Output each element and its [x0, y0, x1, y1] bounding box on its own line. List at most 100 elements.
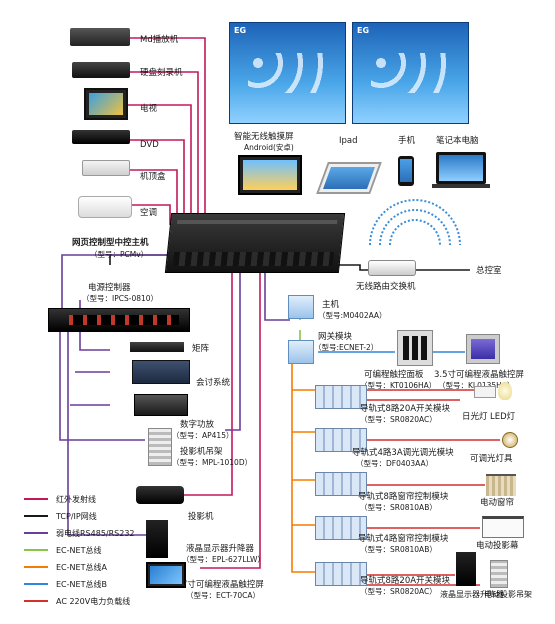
rs485-power — [61, 254, 175, 320]
legend-item: AC 220V电力负载线 — [24, 594, 130, 608]
legend-item: EC-NET总线 — [24, 543, 101, 557]
hdd-recorder-device — [72, 62, 130, 78]
elec-curtain-device — [486, 474, 516, 496]
main-unit-title: 主机 — [322, 300, 340, 310]
matrix-label: 矩阵 — [192, 344, 210, 354]
phone-device — [398, 156, 414, 186]
main-unit-device — [288, 295, 314, 319]
power-controller-device — [48, 308, 190, 332]
ecnet-a-lines — [291, 360, 315, 573]
lcd-lift-device — [146, 520, 168, 558]
panel7-title: 7寸可编程液晶触控屏 — [182, 580, 264, 590]
rail-module-3 — [315, 472, 367, 496]
lcd-lift-title: 液晶显示器升降器 — [186, 544, 255, 554]
central-host-device — [164, 213, 346, 273]
fluor-lamp-device — [474, 386, 496, 398]
wifi-arcs — [369, 199, 461, 246]
screen-left: EG — [229, 22, 346, 124]
projector-lift-model: （型号：MPL-1010D） — [172, 458, 253, 467]
tv-device — [84, 88, 128, 120]
rs485-lines — [59, 254, 290, 536]
panel7-model: （型号：ECT-70CA） — [186, 591, 260, 600]
kpanel-device — [397, 330, 433, 366]
curtain1-model: （型号：SR0810AB） — [360, 503, 437, 512]
rs485-host-right — [264, 265, 290, 321]
proj-screen-device — [482, 516, 524, 538]
ac-label: 空调 — [140, 208, 158, 218]
amp-device — [134, 394, 188, 416]
conference-device — [132, 360, 190, 384]
elec-proj-lift-device — [490, 560, 508, 588]
legend-swatch — [24, 566, 48, 568]
smart-touch-device — [238, 155, 302, 195]
ir-line-dvd — [128, 139, 185, 215]
ir-line-projector — [180, 265, 233, 496]
dim-lamp-label: 可调光灯具 — [470, 454, 513, 464]
hdd-recorder-label: 硬盘刻录机 — [140, 68, 183, 78]
sw8-1-title: 导轨式8路20A开关模块 — [360, 404, 451, 414]
sw8-2-model: （型号：SR0820AC） — [360, 587, 437, 596]
proj-screen-label: 电动投影幕 — [476, 541, 519, 551]
led-lamp-label: LED灯 — [490, 412, 516, 422]
rail-module-1 — [315, 385, 367, 409]
legend-label: EC-NET总线B — [56, 579, 107, 589]
phone-label: 手机 — [398, 136, 416, 146]
ir-line-panel7 — [200, 265, 261, 569]
ac-device — [78, 196, 132, 218]
ir-line-md — [128, 37, 206, 215]
ir-line-hdd — [128, 71, 199, 215]
lcd-lift2-device — [456, 552, 476, 586]
legend-swatch — [24, 600, 48, 602]
legend-label: 红外发射线 — [56, 494, 96, 504]
sw8-1-model: （型号：SR0820AC） — [360, 415, 437, 424]
laptop-base — [432, 184, 490, 188]
rs485-host-down — [225, 265, 241, 431]
gateway-model: （型号:ECNET-2） — [314, 343, 379, 352]
rail-module-5 — [315, 562, 367, 586]
amp-model: （型号：AP415） — [172, 431, 234, 440]
laptop-label: 笔记本电脑 — [436, 136, 479, 146]
router-label: 无线路由交换机 — [356, 282, 416, 292]
projector-device — [136, 486, 184, 504]
smart-touch-sub: Android(安卓) — [244, 143, 294, 152]
power-ctrl-model: （型号：IPCS-0810） — [82, 294, 159, 303]
dvd-label: DVD — [140, 140, 159, 150]
kpanel-model: （型号：KT0106HA） — [360, 381, 437, 390]
legend-item: TCP/IP网线 — [24, 509, 97, 523]
curtain2-model: （型号：SR0810AB） — [360, 545, 437, 554]
rail-module-2 — [315, 428, 367, 452]
legend-item: EC-NET总线A — [24, 560, 107, 574]
legend-label: 弱电线RS485/RS232 — [56, 528, 135, 538]
lcd35-model: （型号：KL0135HA） — [438, 381, 514, 390]
ir-line-tv — [128, 104, 192, 215]
rs485-projlift — [59, 325, 145, 441]
legend-item: EC-NET总线B — [24, 577, 107, 591]
rail-module-4 — [315, 516, 367, 540]
legend-swatch — [24, 583, 48, 585]
elec-curtain-label: 电动窗帘 — [480, 498, 515, 508]
router-device — [368, 260, 416, 276]
projector-label: 投影机 — [188, 512, 214, 522]
host-model: （型号：PCMv） — [90, 250, 149, 259]
ac-lines — [365, 389, 500, 586]
screen-left-brand: EG — [234, 26, 247, 35]
panel7-device — [146, 562, 186, 588]
kpanel-title: 可编程触控面板 — [364, 370, 424, 380]
tv-label: 电视 — [140, 104, 158, 114]
ipad-label: Ipad — [339, 136, 358, 146]
dvd-device — [72, 130, 130, 144]
stb-label: 机顶盒 — [140, 172, 166, 182]
legend-label: EC-NET总线 — [56, 545, 102, 555]
gateway-device — [288, 340, 314, 364]
lcd-lift-model: （型号：EPL-627LLW） — [182, 555, 265, 564]
curtain1-title: 导轨式8路窗帘控制模块 — [358, 492, 449, 502]
screen-right-brand: EG — [357, 26, 370, 35]
legend-item: 弱电线RS485/RS232 — [24, 526, 135, 540]
ecnet-a-trunk — [291, 360, 315, 573]
conference-label: 会讨系统 — [196, 378, 231, 388]
md-player-label: Md播放机 — [140, 35, 179, 45]
curtain2-title: 导轨式4路窗帘控制模块 — [358, 534, 449, 544]
matrix-device — [130, 342, 184, 352]
